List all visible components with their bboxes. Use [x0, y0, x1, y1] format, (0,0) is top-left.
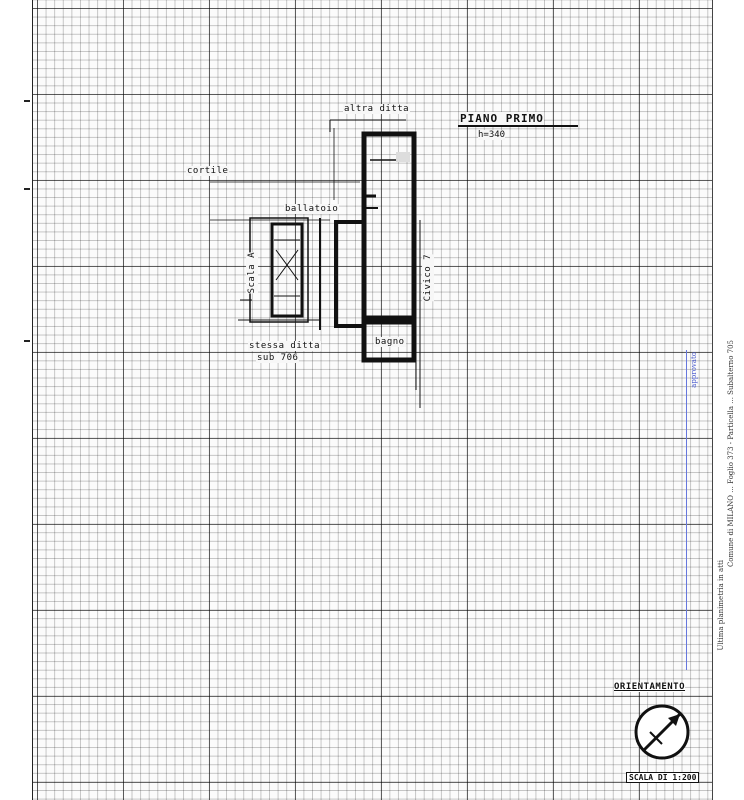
label-cortile: cortile — [186, 166, 230, 176]
label-scala: Scala A — [246, 252, 258, 294]
left-margin — [0, 0, 32, 800]
floor-plan-drawing — [210, 119, 421, 408]
label-stessa-ditta: stessa ditta — [248, 341, 322, 351]
stamp-line — [686, 350, 687, 670]
floor-title-underline — [458, 125, 578, 127]
margin-cadastral-text: Comune di MILANO ... Foglio 373 - Partic… — [727, 340, 735, 568]
label-altra-ditta: altra ditta — [343, 104, 411, 114]
label-sub: sub 706 — [256, 353, 300, 363]
orientation-label: ORIENTAMENTO — [614, 682, 686, 692]
right-margin-strip: Ultima planimetria in atti Comune di MIL… — [712, 0, 744, 800]
floor-height: h=340 — [478, 130, 506, 140]
north-arrow-icon — [634, 704, 690, 760]
approval-stamp: approvato — [690, 352, 698, 388]
margin-date-text: Ultima planimetria in atti — [717, 560, 725, 651]
floor-title: PIANO PRIMO — [460, 112, 544, 125]
label-ballatoio: ballatoio — [284, 204, 340, 214]
margin-tick — [24, 340, 30, 342]
label-civico: Civico 7 — [422, 254, 434, 302]
margin-tick — [24, 188, 30, 190]
scale-label: SCALA DI 1:200 — [626, 772, 700, 783]
label-bagno: bagno — [374, 337, 406, 347]
margin-tick — [24, 100, 30, 102]
